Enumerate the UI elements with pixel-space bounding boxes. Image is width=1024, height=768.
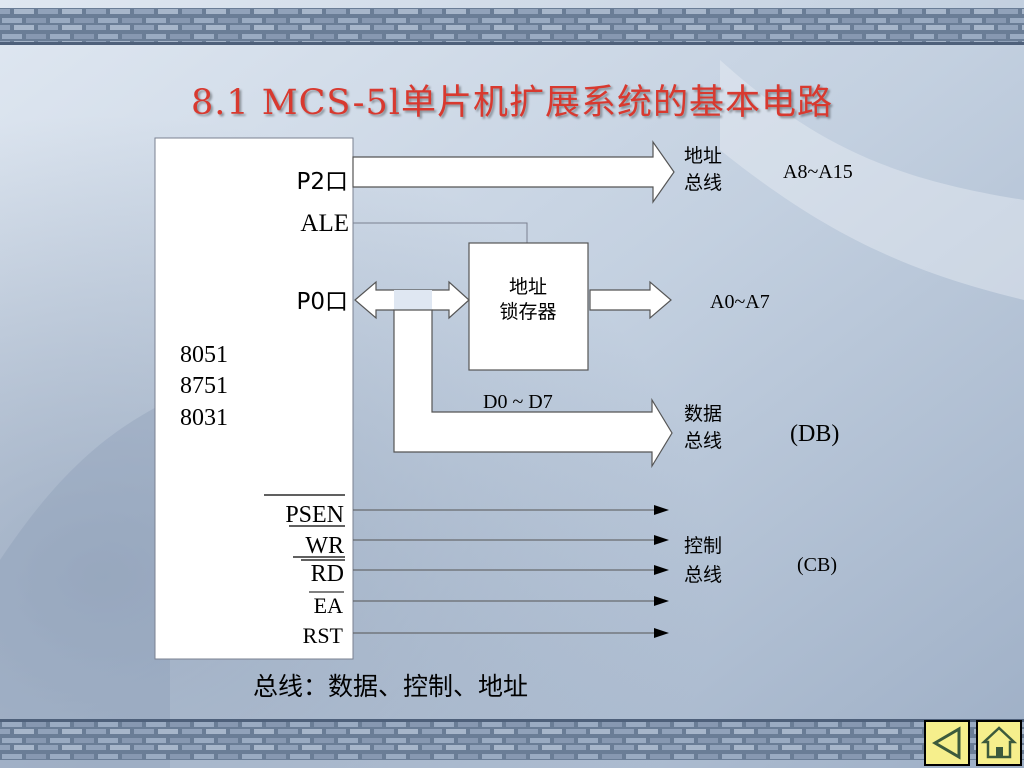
address-high-bus-arrow bbox=[352, 140, 675, 204]
address-low-range: A0~A7 bbox=[710, 291, 770, 313]
pin-psen-label: PSEN bbox=[285, 502, 344, 528]
pin-p0-label: P0口 bbox=[296, 289, 348, 315]
pin-p2-label: P2口 bbox=[296, 169, 348, 195]
psen-arrowhead bbox=[654, 505, 669, 515]
data-bus-label-1: 数据 bbox=[684, 403, 722, 425]
pin-rd-label: RD bbox=[311, 561, 344, 587]
address-high-range: A8~A15 bbox=[783, 161, 853, 183]
p0-tap-highlight bbox=[394, 290, 432, 310]
footer-summary: 总线：数据、控制、地址 bbox=[253, 672, 528, 701]
control-bus-label-1: 控制 bbox=[684, 535, 722, 557]
ea-arrowhead bbox=[654, 596, 669, 606]
prev-slide-button[interactable] bbox=[924, 720, 970, 766]
latch-label-2: 锁存器 bbox=[499, 301, 556, 323]
control-bus-label-2: 总线 bbox=[684, 564, 722, 586]
latch-label-1: 地址 bbox=[509, 276, 547, 298]
pin-rst-label: RST bbox=[303, 623, 344, 648]
rst-arrowhead bbox=[654, 628, 669, 638]
pin-ale-label: ALE bbox=[300, 210, 349, 237]
address-bus-label-top-2: 总线 bbox=[684, 172, 722, 194]
mcu-chip-box bbox=[154, 137, 354, 660]
control-lines bbox=[353, 509, 656, 634]
data-bits-label: D0 ~ D7 bbox=[483, 391, 553, 413]
address-bus-label-top-1: 地址 bbox=[684, 145, 722, 167]
slide-title: 8.1 MCS-5l单片机扩展系统的基本电路 bbox=[191, 83, 833, 123]
data-bus-arrow bbox=[393, 309, 673, 469]
wr-arrowhead bbox=[654, 535, 669, 545]
triangle-left-icon bbox=[932, 726, 961, 760]
ale-line bbox=[353, 222, 528, 243]
chip-model-0: 8051 bbox=[180, 342, 228, 368]
rd-arrowhead bbox=[654, 565, 669, 575]
pin-ea-label: EA bbox=[314, 593, 343, 618]
chip-model-2: 8031 bbox=[180, 405, 228, 431]
home-icon bbox=[980, 726, 1018, 759]
data-bus-label-2: 总线 bbox=[684, 430, 722, 452]
control-arrowheads bbox=[654, 505, 669, 638]
address-low-bus-arrow bbox=[589, 280, 672, 320]
data-bus-abbr: (DB) bbox=[790, 421, 839, 447]
chip-model-1: 8751 bbox=[180, 373, 228, 399]
home-button[interactable] bbox=[976, 720, 1022, 766]
address-latch-box bbox=[468, 242, 589, 371]
pin-wr-label: WR bbox=[305, 533, 344, 559]
control-bus-abbr: (CB) bbox=[797, 554, 837, 576]
